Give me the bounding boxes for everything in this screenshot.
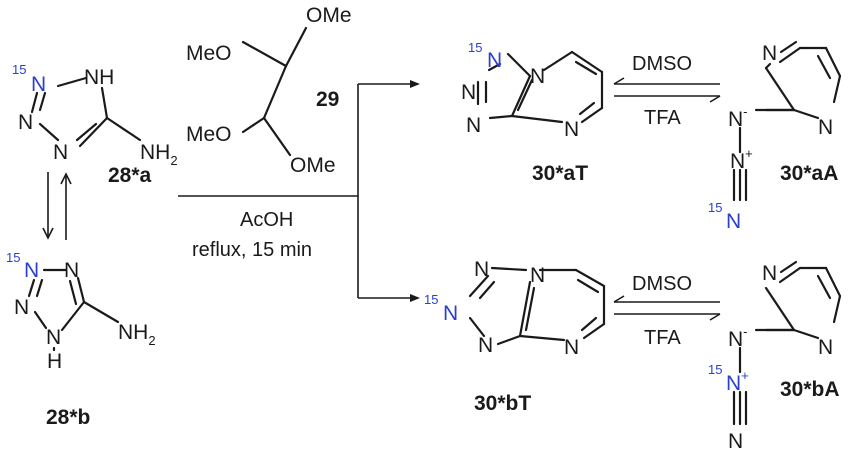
atom-n4-30bT: N [564,336,579,359]
condition-reverse-bottom: TFA [644,327,681,349]
compound-label-30aA: 30*aA [780,162,838,185]
condition-forward-top: DMSO [632,53,692,75]
atom-n3-30bT: N [478,334,493,357]
atom-nh-28a: NH [84,66,114,89]
compound-28b: 15 N N N N H NH2 [6,250,156,373]
atom-nbridge-30aT: N [530,65,545,88]
atom-n3-28a: N [18,111,33,134]
atom-meo-2: MeO [186,123,232,146]
atom-n1-30bT: N [474,258,489,281]
atom-ome-2: OMe [290,154,336,177]
atom-n-pyr2-30aA: N [818,116,833,139]
condition-reagent: AcOH [240,209,293,231]
atom-n4-28a: N [53,141,68,164]
atom-n2-28b: N [64,259,79,282]
condition-temp-time: reflux, 15 min [192,239,312,261]
compound-30aT: 15 N N N N N [461,40,604,141]
isotope-label-30aT: 15 [468,40,482,55]
compound-label-28b: 28*b [46,406,90,429]
atom-n2-30bT: N [443,302,458,325]
atom-n3-30aT: N [466,114,481,137]
isotope-label-28b: 15 [6,250,20,265]
atom-meo-1: MeO [186,42,232,65]
compound-label-30aT: 30*aT [532,162,588,185]
atom-n2-30aT: N [461,81,476,104]
condition-forward-bottom: DMSO [632,273,692,295]
atom-n-pyr1-30aA: N [762,42,777,65]
atom-nh2-28b: NH2 [118,321,156,348]
compound-label-30bA: 30*bA [780,378,840,401]
compound-label-30bT: 30*bT [474,392,531,415]
compound-30bA: N N N- 15 N+ N [708,260,842,453]
compound-29: OMe MeO MeO OMe [186,4,352,177]
atom-n-pyr2-30bA: N [818,336,833,359]
atom-h-28b: H [47,350,62,373]
atom-nc-30bA: N [728,430,743,453]
compound-label-28a: 28*a [108,164,152,187]
condition-reverse-top: TFA [644,107,681,129]
compound-30aA: N N N- N+ 15 N [708,40,842,233]
equilibrium-arrows-bottom [613,295,721,321]
atom-nh2-28a: NH2 [140,141,178,168]
atom-n1-30aT: N [487,49,502,72]
isotope-label-30aA: 15 [708,200,722,215]
atom-n1-28a: N [31,73,46,96]
atom-nbridge-30bT: N [530,264,545,287]
atom-n3-28b: N [14,296,29,319]
atom-n4-28b: N [46,326,61,349]
compound-30bT: N N 15 N N N [424,258,606,359]
isotope-label-30bA: 15 [708,362,722,377]
reaction-arrow [178,80,420,302]
atom-n4-30aT: N [564,118,579,141]
tautomer-equilibrium-arrows [42,172,72,240]
atom-nb-30aA: N+ [730,146,753,173]
equilibrium-arrows-top [613,77,721,103]
compound-label-29: 29 [316,88,339,111]
atom-na-30bA: N- [728,324,748,351]
atom-na-30aA: N- [728,104,748,131]
isotope-label-28a: 15 [12,62,26,77]
compound-28a: 15 N NH N N NH2 [12,62,178,168]
atom-nc-30aA: N [726,210,741,233]
atom-ome-1: OMe [306,4,352,27]
isotope-label-30bT: 15 [424,292,438,307]
atom-n1-28b: N [24,259,39,282]
atom-nb-30bA: N+ [726,368,749,395]
atom-n-pyr1-30bA: N [762,262,777,285]
